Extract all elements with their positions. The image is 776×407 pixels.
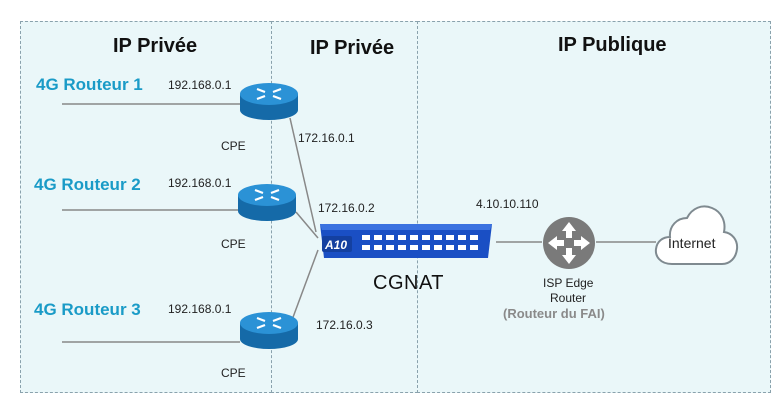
cpe-router-icon-3 <box>240 312 298 349</box>
wan-ip-1: 172.16.0.1 <box>298 131 355 145</box>
wan-ip-3: 172.16.0.3 <box>316 318 373 332</box>
zone-title-private-left: IP Privée <box>113 35 198 57</box>
cloud-icon <box>654 205 739 265</box>
cgnat-appliance-icon: A10 <box>320 224 492 258</box>
router-lan-ip-1: 192.168.0.1 <box>168 78 232 92</box>
router-name-1: 4G Routeur 1 <box>36 75 143 94</box>
router-lan-ip-3: 192.168.0.1 <box>168 302 232 316</box>
wan-ip-2: 172.16.0.2 <box>318 201 375 215</box>
isp-label-line2: Router <box>550 291 587 305</box>
cpe-router-icon-1 <box>240 83 298 120</box>
cpe-label-2: CPE <box>221 237 246 251</box>
zone-private-left <box>20 21 272 393</box>
router-lan-ip-2: 192.168.0.1 <box>168 176 232 190</box>
router-name-3: 4G Routeur 3 <box>34 300 141 319</box>
public-ip: 4.10.10.110 <box>476 197 539 211</box>
cpe-label-3: CPE <box>221 366 246 380</box>
zone-title-public: IP Publique <box>558 34 667 56</box>
internet-label: Internet <box>668 235 716 251</box>
cpe-label-1: CPE <box>221 139 246 153</box>
router-name-2: 4G Routeur 2 <box>34 175 141 194</box>
isp-label-line1: ISP Edge <box>543 276 594 290</box>
cgnat-brand: A10 <box>324 238 347 252</box>
cpe-router-icon-2 <box>238 184 296 221</box>
isp-router-icon <box>543 217 595 269</box>
zone-title-private-middle: IP Privée <box>310 37 395 59</box>
isp-fai-label: (Routeur du FAI) <box>503 306 605 321</box>
cgnat-label: CGNAT <box>373 272 445 294</box>
